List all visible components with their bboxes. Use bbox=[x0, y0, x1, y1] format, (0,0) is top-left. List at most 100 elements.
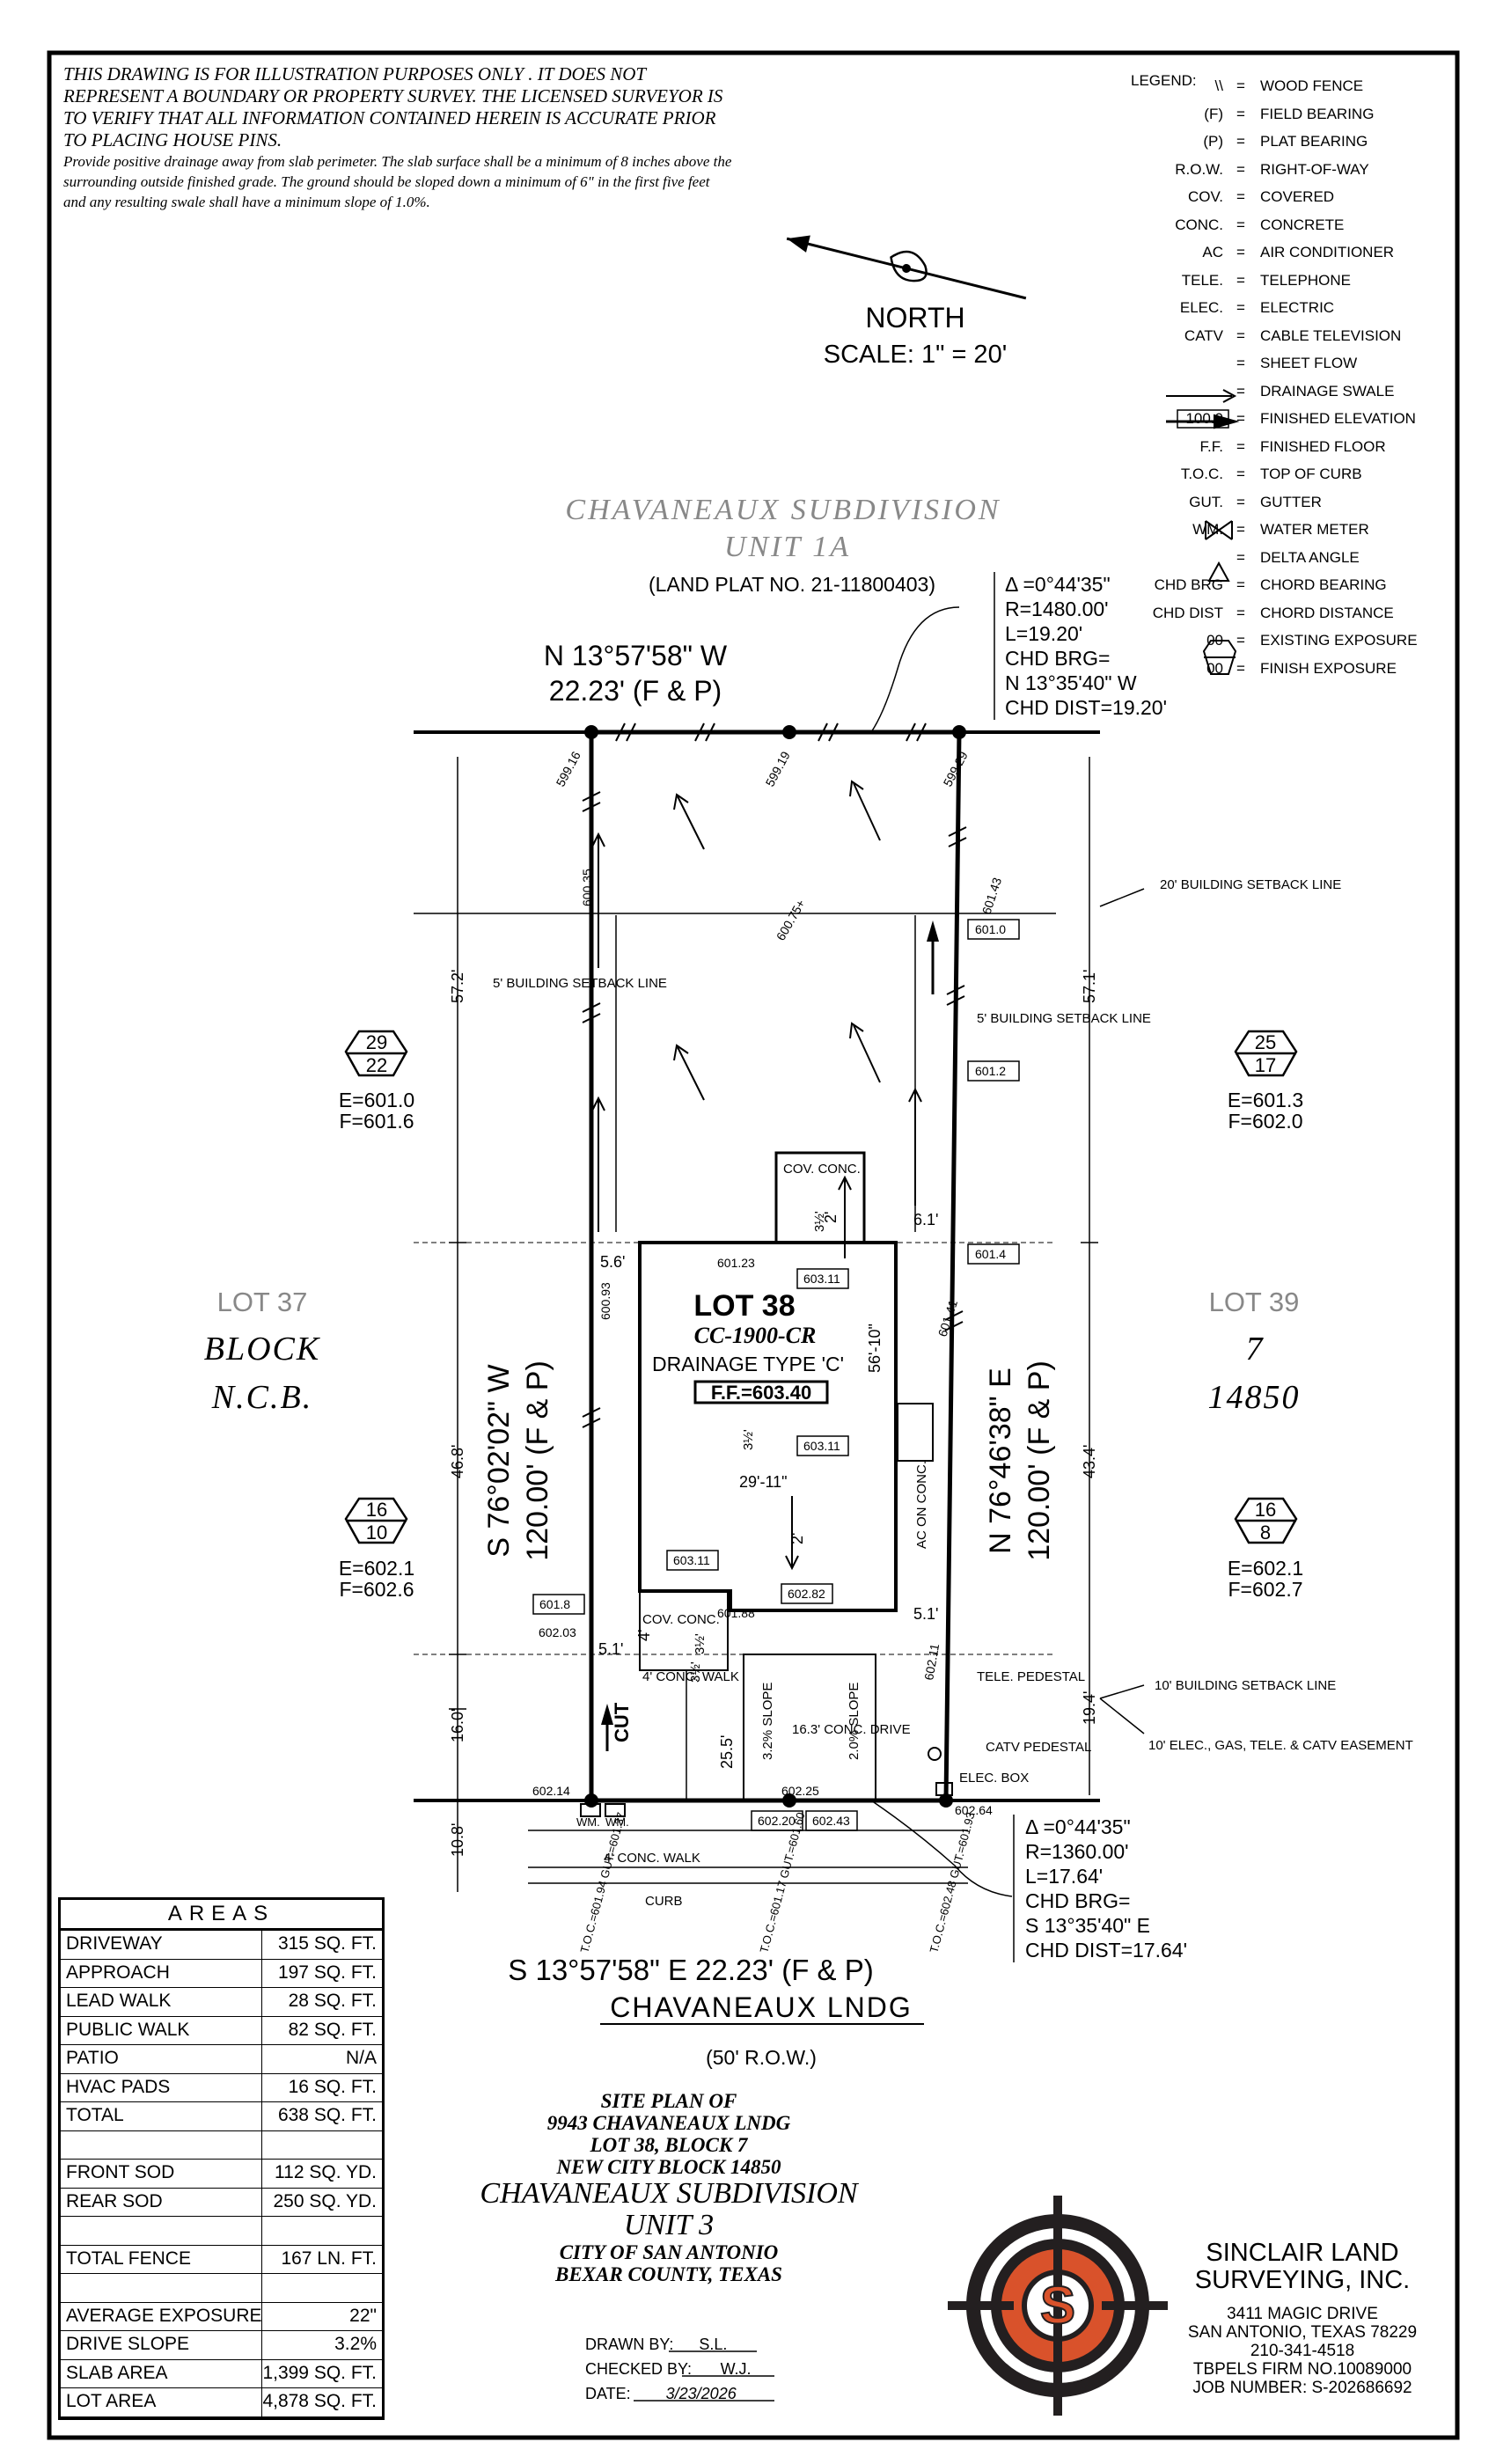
legend-item: =DRAINAGE SWALE bbox=[1091, 383, 1478, 411]
company-address: SAN ANTONIO, TEXAS 78229 bbox=[1187, 2323, 1418, 2342]
elevation-box-text: 603.11 bbox=[673, 1553, 710, 1567]
curve-top-line: CHD DIST=19.20' bbox=[1005, 696, 1167, 719]
exposure-f: F=602.6 bbox=[339, 1578, 414, 1601]
curve-bottom-line: L=17.64' bbox=[1025, 1865, 1103, 1888]
exposure-values: 29 22 E=601.0 F=601.6 25 17 E=601.3 F=60… bbox=[339, 1031, 1303, 1601]
curb-label: CURB bbox=[645, 1894, 683, 1909]
cut-label: CUT bbox=[611, 1702, 633, 1742]
areas-divider bbox=[261, 2130, 262, 2159]
legend-text: FINISH EXPOSURE bbox=[1260, 659, 1397, 677]
areas-divider bbox=[261, 2359, 262, 2387]
legend-item: ELEC.=ELECTRIC bbox=[1091, 299, 1478, 327]
areas-label: LOT AREA bbox=[66, 2391, 157, 2411]
legend-item: CONC.=CONCRETE bbox=[1091, 216, 1478, 245]
dimension: 25.5' bbox=[718, 1735, 736, 1769]
exposure-existing: 16 bbox=[1255, 1499, 1276, 1521]
company-logo-icon: S bbox=[948, 2196, 1168, 2416]
title-unit: UNIT 3 bbox=[623, 2209, 715, 2241]
elevation: 602.03 bbox=[539, 1625, 576, 1639]
exposure-existing: 16 bbox=[366, 1499, 387, 1521]
legend-text: EXISTING EXPOSURE bbox=[1260, 632, 1418, 649]
checked-by: W.J. bbox=[720, 2360, 752, 2378]
areas-label: DRIVE SLOPE bbox=[66, 2334, 190, 2354]
legend-symbol: TELE. bbox=[1181, 271, 1223, 289]
fence-marks bbox=[582, 722, 967, 1428]
legend-item: CHD BRG=CHORD BEARING bbox=[1091, 576, 1478, 605]
curve-bottom-line: CHD BRG= bbox=[1025, 1889, 1131, 1912]
disclaimer-note: THIS DRAWING IS FOR ILLUSTRATION PURPOSE… bbox=[63, 63, 732, 212]
sheet-border bbox=[47, 50, 1460, 2440]
curve-data-top: Δ =0°44'35" R=1480.00' L=19.20' CHD BRG=… bbox=[1005, 573, 1167, 719]
drafting-info: DRAWN BY: S.L. CHECKED BY: W.J. DATE: 3/… bbox=[585, 2332, 775, 2406]
company-name: SURVEYING, INC. bbox=[1194, 2266, 1411, 2294]
legend-equals: = bbox=[1236, 355, 1245, 371]
legend-text: FIELD BEARING bbox=[1260, 105, 1375, 122]
legend-text: COVERED bbox=[1260, 188, 1335, 205]
legend-text: DRAINAGE SWALE bbox=[1260, 382, 1395, 400]
public-walk-label: 4' CONC. WALK bbox=[604, 1851, 700, 1866]
elevation: 602.64 bbox=[955, 1803, 993, 1817]
legend-symbol: T.O.C. bbox=[1180, 466, 1223, 482]
areas-divider bbox=[261, 2102, 262, 2130]
dimension: 5.1' bbox=[913, 1605, 938, 1623]
legend: LEGEND: \\=WOOD FENCE(F)=FIELD BEARING(P… bbox=[1091, 72, 1478, 687]
scale-label: SCALE: 1" = 20' bbox=[824, 341, 1007, 369]
legend-item: R.O.W.=RIGHT-OF-WAY bbox=[1091, 161, 1478, 189]
dimension: 57.2' bbox=[449, 970, 466, 1003]
areas-label: LEAD WALK bbox=[66, 1991, 172, 2011]
legend-item: WM.=WATER METER bbox=[1091, 521, 1478, 549]
areas-label: TOTAL FENCE bbox=[66, 2248, 191, 2269]
exposure-hex-left-bottom bbox=[344, 1497, 408, 1544]
legend-item: \\=WOOD FENCE bbox=[1091, 77, 1478, 106]
dimension: 3½' bbox=[741, 1429, 756, 1450]
street-row: (50' R.O.W.) bbox=[706, 2046, 817, 2069]
corner-pin bbox=[584, 725, 598, 739]
catv-pedestal-icon bbox=[928, 1747, 942, 1761]
disclaimer-text: THIS DRAWING IS FOR ILLUSTRATION PURPOSE… bbox=[63, 63, 723, 150]
finished-floor: F.F.=603.40 bbox=[711, 1382, 811, 1404]
curve-bottom-line: S 13°35'40" E bbox=[1025, 1914, 1150, 1937]
driveway bbox=[743, 1654, 876, 1801]
delta-angle-icon bbox=[1207, 561, 1230, 582]
exposure-hex-icon bbox=[1202, 640, 1237, 675]
areas-label: DRIVEWAY bbox=[66, 1933, 163, 1954]
elevation: 601.43 bbox=[979, 876, 1005, 916]
legend-equals: = bbox=[1236, 659, 1245, 677]
areas-label: FRONT SOD bbox=[66, 2162, 175, 2182]
dimension: 4' bbox=[635, 1630, 653, 1641]
areas-value: 250 SQ. YD. bbox=[273, 2190, 377, 2211]
exposure-existing: 25 bbox=[1255, 1031, 1276, 1053]
legend-text: CHORD DISTANCE bbox=[1260, 604, 1394, 621]
elevation-box-text: 602.82 bbox=[788, 1587, 825, 1601]
areas-row bbox=[61, 2130, 382, 2160]
elevation-box-text: 602.43 bbox=[812, 1814, 850, 1828]
exposure-e: E=602.1 bbox=[339, 1557, 414, 1580]
legend-text: WOOD FENCE bbox=[1260, 77, 1364, 94]
dimension: 19.4' bbox=[1081, 1691, 1098, 1725]
areas-divider bbox=[261, 2188, 262, 2216]
legend-equals: = bbox=[1236, 604, 1245, 621]
exposure-e: E=601.0 bbox=[339, 1089, 414, 1111]
legend-symbol: CONC. bbox=[1175, 216, 1223, 233]
legend-equals: = bbox=[1236, 299, 1245, 316]
legend-symbol: CHD BRG bbox=[1154, 576, 1223, 593]
ac-label: AC ON CONC. bbox=[914, 1461, 929, 1549]
legend-symbol: \\ bbox=[1214, 77, 1223, 94]
company-firm: TBPELS FIRM NO.10089000 bbox=[1192, 2360, 1412, 2379]
areas-value: 197 SQ. FT. bbox=[277, 1962, 377, 1983]
areas-divider bbox=[261, 2388, 262, 2416]
legend-equals: = bbox=[1236, 244, 1245, 260]
dimension: 10.8' bbox=[449, 1823, 466, 1857]
areas-label: HVAC PADS bbox=[66, 2076, 171, 2097]
corner-pin bbox=[952, 725, 966, 739]
curve-leader bbox=[870, 606, 960, 733]
elevation: 599.29 bbox=[941, 749, 971, 789]
areas-label: SLAB AREA bbox=[66, 2362, 168, 2383]
tele-pedestal-label: TELE. PEDESTAL bbox=[977, 1669, 1085, 1684]
